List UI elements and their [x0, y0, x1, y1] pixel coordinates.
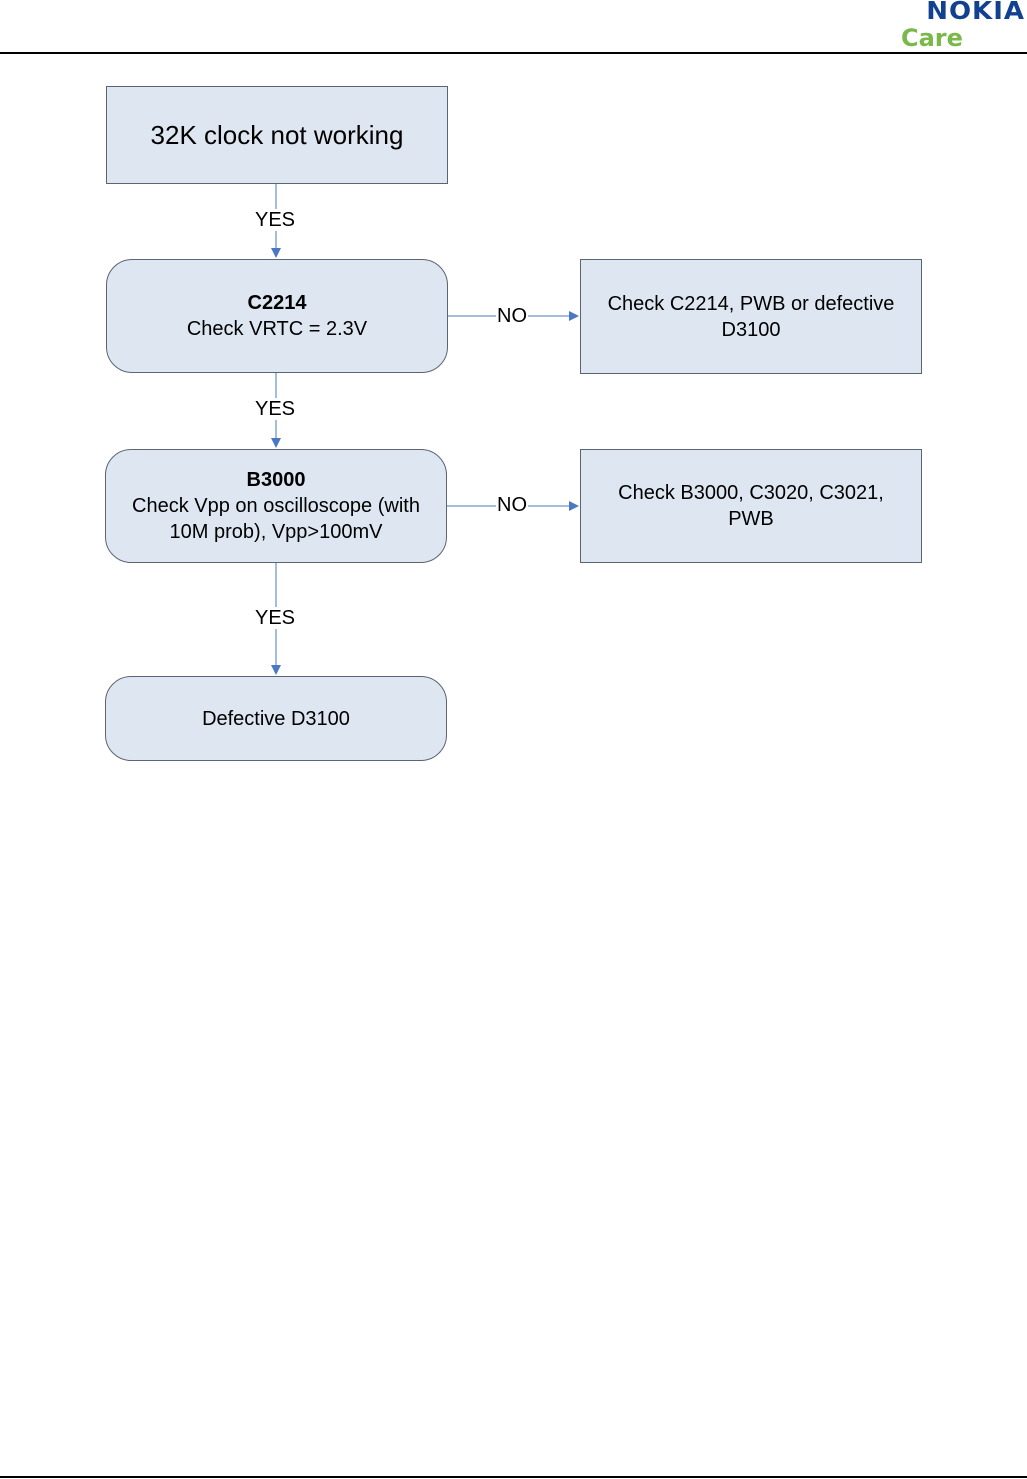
step-b3000-text: Check Vpp on oscilloscope (with 10M prob… [132, 495, 420, 543]
logo-nokia-text: NOKIA [926, 0, 1025, 26]
label-yes-3: YES [254, 607, 297, 629]
end-box-defective-d3100: Defective D3100 [105, 676, 447, 761]
label-yes-1: YES [254, 209, 297, 231]
start-box-text: 32K clock not working [150, 120, 404, 150]
footer-divider [0, 1476, 1027, 1478]
label-yes-2: YES [254, 398, 297, 420]
step-box-b3000: B3000 Check Vpp on oscilloscope (with 10… [105, 449, 447, 563]
step-b3000-title: B3000 [246, 469, 306, 491]
label-no-2: NO [496, 494, 528, 516]
logo-care-text: Care [901, 24, 963, 52]
start-box-32k-clock: 32K clock not working [106, 86, 448, 184]
end-box-text: Defective D3100 [202, 707, 350, 730]
step-c2214-title: C2214 [247, 292, 307, 314]
result-box-check-b3000: Check B3000, C3020, C3021, PWB [580, 449, 922, 563]
step-box-c2214: C2214 Check VRTC = 2.3V [106, 259, 448, 373]
result-box-check-c2214: Check C2214, PWB or defective D3100 [580, 259, 922, 374]
step-c2214-text: Check VRTC = 2.3V [186, 318, 368, 340]
header-divider [0, 52, 1027, 54]
result-c2214-text: Check C2214, PWB or defective D3100 [607, 292, 895, 341]
result-b3000-text: Check B3000, C3020, C3021, PWB [618, 482, 884, 530]
nokia-care-logo: NOKIA Care [895, 0, 1025, 52]
label-no-1: NO [496, 305, 528, 327]
